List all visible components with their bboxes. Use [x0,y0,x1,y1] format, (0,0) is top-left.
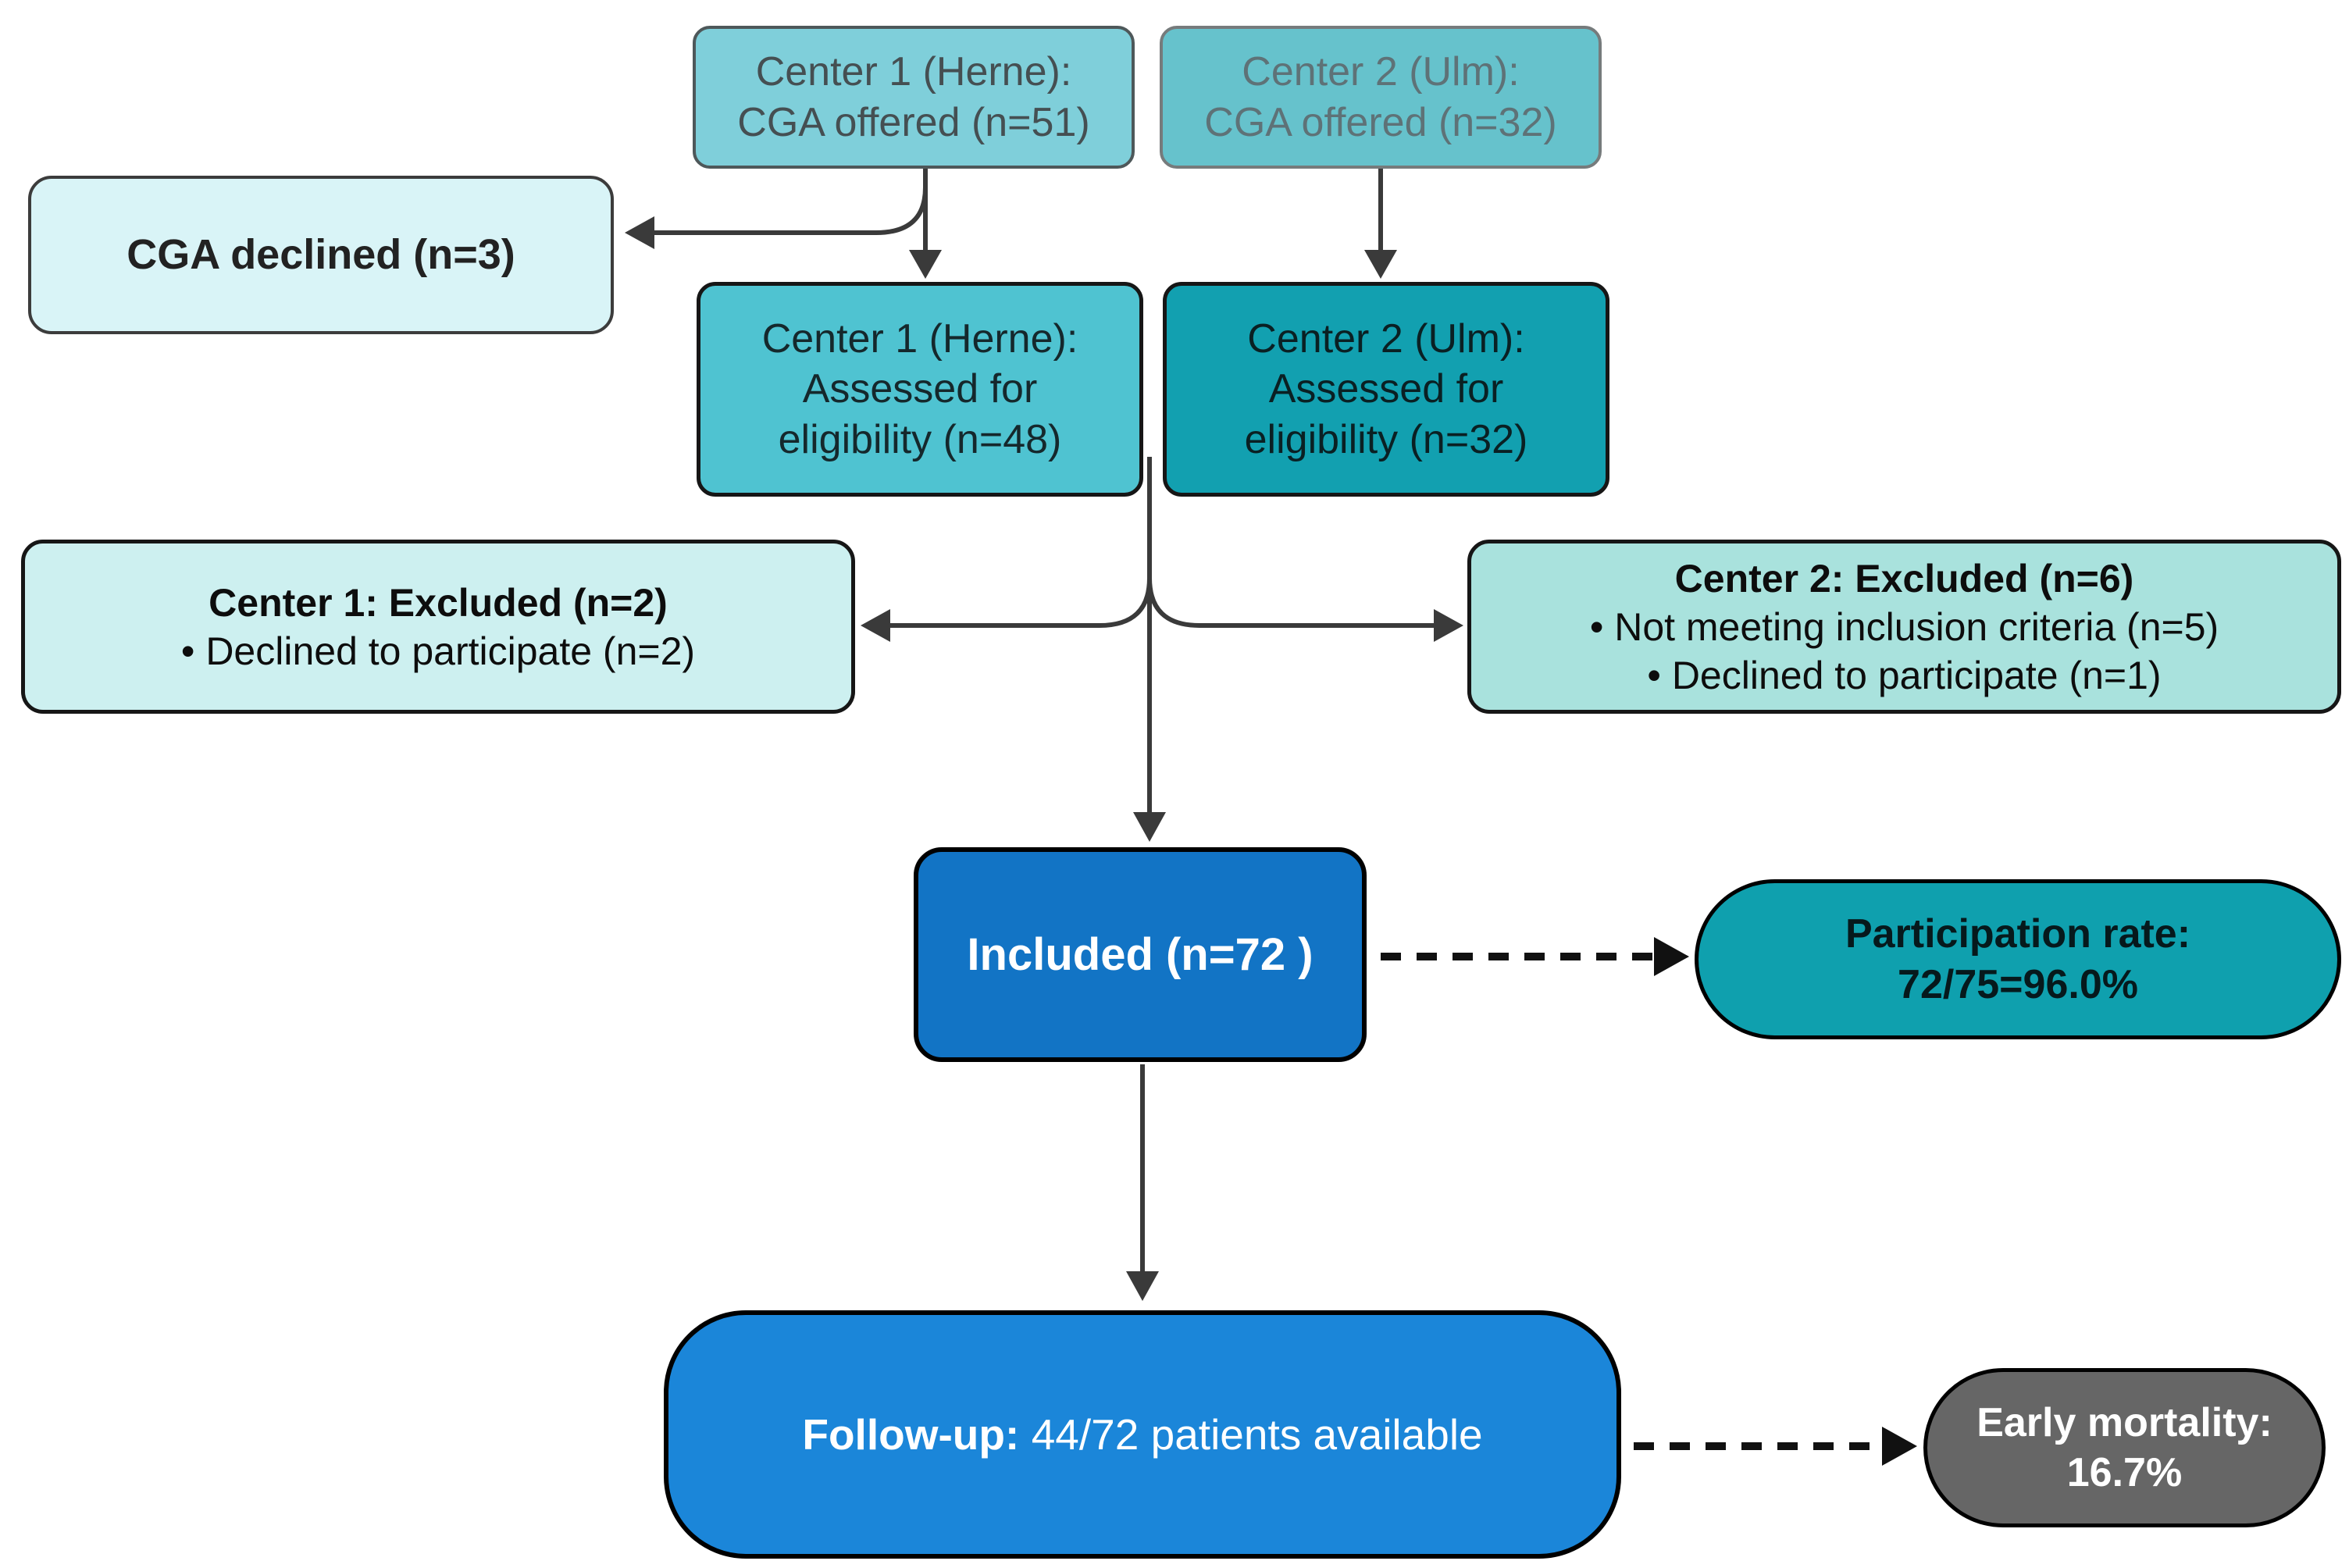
center1-assessed-line2: Assessed for [802,366,1038,412]
box-early-mortality: Early mortality: 16.7% [1923,1368,2326,1527]
followup-text: 44/72 patients available [1031,1409,1483,1459]
arrowhead-participation [1654,937,1689,976]
box-participation-rate: Participation rate: 72/75=96.0% [1695,879,2341,1039]
arrowhead-cga2-to-assessed2 [1364,250,1397,279]
box-center1-cga-offered: Center 1 (Herne): CGA offered (n=51) [693,26,1135,169]
early-mortality-line2: 16.7% [2066,1450,2183,1495]
early-mortality-line1: Early mortality: [1977,1399,2272,1445]
arrowhead-cga1-to-assessed1 [909,250,942,279]
center2-cga-offered-line1: Center 2 (Ulm): [1242,49,1520,95]
box-center1-assessed: Center 1 (Herne): Assessed for eligibili… [697,282,1143,497]
box-center2-excluded: Center 2: Excluded (n=6) • Not meeting i… [1467,540,2341,714]
center2-excluded-title: Center 2: Excluded (n=6) [1674,556,2134,600]
center2-assessed-line3: eligibility (n=32) [1244,416,1528,462]
center2-assessed-line2: Assessed for [1268,366,1504,412]
box-center2-cga-offered: Center 2 (Ulm): CGA offered (n=32) [1160,26,1602,169]
box-center2-assessed: Center 2 (Ulm): Assessed for eligibility… [1163,282,1609,497]
cga-declined-text: CGA declined (n=3) [127,231,515,279]
center1-assessed-line1: Center 1 (Herne): [761,315,1078,362]
participation-rate-line1: Participation rate: [1845,911,2191,957]
center2-excluded-bullet-1: • Not meeting inclusion criteria (n=5) [1589,604,2219,649]
followup-label: Follow-up: [802,1409,1020,1459]
center1-cga-offered-line2: CGA offered (n=51) [737,99,1090,145]
included-text: Included (n=72 ) [967,928,1314,980]
box-followup: Follow-up: 44/72 patients available [664,1310,1621,1559]
box-included: Included (n=72 ) [914,847,1367,1062]
arrowhead-excluded1 [861,609,890,642]
arrowhead-included [1133,812,1166,842]
center1-assessed-line3: eligibility (n=48) [778,416,1062,462]
arrowhead-followup [1126,1271,1159,1301]
arrow-branch-to-excluded1 [890,577,1152,628]
arrowhead-mortality [1882,1427,1917,1466]
center2-cga-offered-line2: CGA offered (n=32) [1204,99,1557,145]
arrowhead-excluded2 [1434,609,1463,642]
center1-cga-offered-line1: Center 1 (Herne): [755,49,1072,95]
center1-excluded-bullet-1: • Declined to participate (n=2) [180,629,696,673]
center2-excluded-bullet-2: • Declined to participate (n=1) [1647,653,2162,697]
box-cga-declined: CGA declined (n=3) [28,176,614,334]
arrow-branch-to-cga-declined [654,187,928,235]
box-center1-excluded: Center 1: Excluded (n=2) • Declined to p… [21,540,855,714]
participation-rate-line2: 72/75=96.0% [1898,961,2138,1007]
arrow-branch-to-excluded2 [1147,577,1434,628]
center2-assessed-line1: Center 2 (Ulm): [1247,315,1525,362]
arrowhead-cga-declined [625,216,654,249]
center1-excluded-title: Center 1: Excluded (n=2) [209,580,668,625]
